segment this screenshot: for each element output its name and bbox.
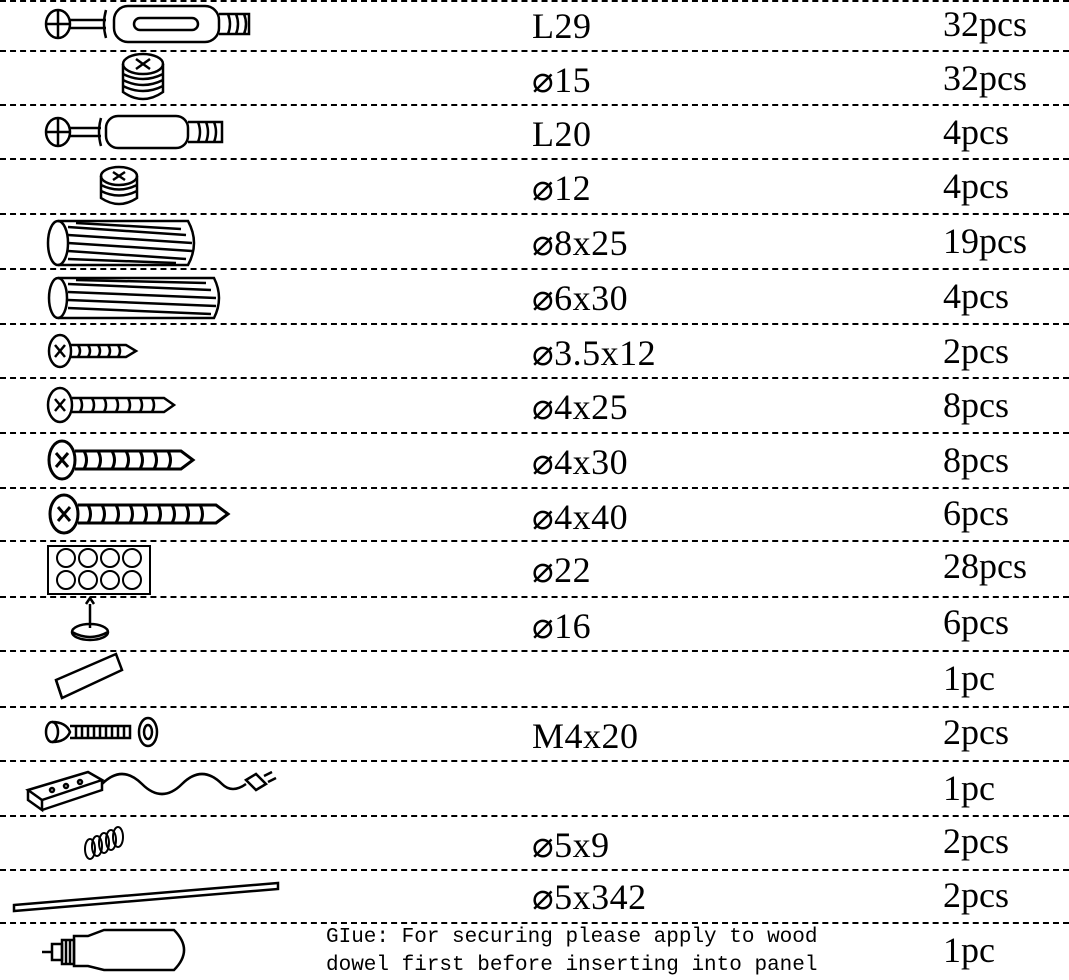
part-size: M4x20 [532,716,639,756]
part-quantity: 4pcs [943,166,1009,206]
part-size: ⌀12 [532,168,592,208]
row-divider [0,487,1069,489]
row-divider [0,213,1069,215]
row-divider [0,596,1069,598]
part-quantity: 8pcs [943,385,1009,425]
part-size: ⌀8x25 [532,223,629,263]
row-divider [0,869,1069,871]
rod-icon [12,881,280,913]
part-size: ⌀16 [532,606,592,646]
part-size: ⌀6x30 [532,278,629,318]
row-divider [0,158,1069,160]
part-quantity: 32pcs [943,58,1027,98]
part-size: ⌀3.5x12 [532,333,657,373]
screw-short-icon [47,333,139,369]
screw-medium-icon [46,386,177,424]
part-quantity: 19pcs [943,221,1027,261]
row-divider [0,815,1069,817]
bolt-washer-icon [44,716,159,748]
row-divider [0,650,1069,652]
row-divider [0,540,1069,542]
part-quantity: 32pcs [943,4,1027,44]
part-size: ⌀22 [532,550,592,590]
part-quantity: 6pcs [943,493,1009,533]
cam-bolt-long-icon [44,4,251,44]
row-divider [0,50,1069,52]
part-size: ⌀4x40 [532,497,629,537]
part-quantity: 1pc [943,658,995,698]
row-divider [0,323,1069,325]
part-quantity: 8pcs [943,440,1009,480]
screw-large-icon [47,439,196,481]
part-quantity: 2pcs [943,875,1009,915]
row-divider [0,760,1069,762]
row-divider [0,0,1069,2]
part-quantity: 6pcs [943,602,1009,642]
row-divider [0,922,1069,924]
glue-bottle-icon [42,928,186,972]
row-divider [0,104,1069,106]
cam-lock-large-icon [121,52,165,101]
wood-dowel-icon [46,219,196,267]
spring-icon [84,826,124,860]
part-size: ⌀4x30 [532,442,629,482]
part-quantity: 4pcs [943,112,1009,152]
part-size: L29 [532,6,592,46]
row-divider [0,706,1069,708]
furniture-glide-nail-icon [70,595,110,642]
screw-long-icon [48,493,231,535]
adhesive-strip-icon [54,652,124,700]
bumper-pad-sheet-icon [47,545,151,595]
part-size: ⌀5x342 [532,877,647,917]
cam-bolt-short-icon [44,114,224,150]
part-size: ⌀15 [532,60,592,100]
part-quantity: 1pc [943,768,995,808]
glue-instruction-note: GIue: For securing please apply to wood … [326,924,817,980]
row-divider [0,377,1069,379]
part-quantity: 2pcs [943,712,1009,752]
part-quantity: 2pcs [943,331,1009,371]
cam-lock-small-icon [99,165,139,206]
part-quantity: 1pc [943,930,995,970]
part-size: ⌀5x9 [532,825,610,865]
part-size: ⌀4x25 [532,387,629,427]
part-quantity: 4pcs [943,276,1009,316]
part-quantity: 28pcs [943,546,1027,586]
part-quantity: 2pcs [943,821,1009,861]
power-strip-icon [25,770,277,813]
row-divider [0,268,1069,270]
part-size: L20 [532,114,592,154]
row-divider [0,432,1069,434]
note-line-2: dowel first before inserting into panel [326,954,818,977]
note-line-1: GIue: For securing please apply to wood [326,926,818,949]
wood-dowel-long-icon [47,276,221,320]
